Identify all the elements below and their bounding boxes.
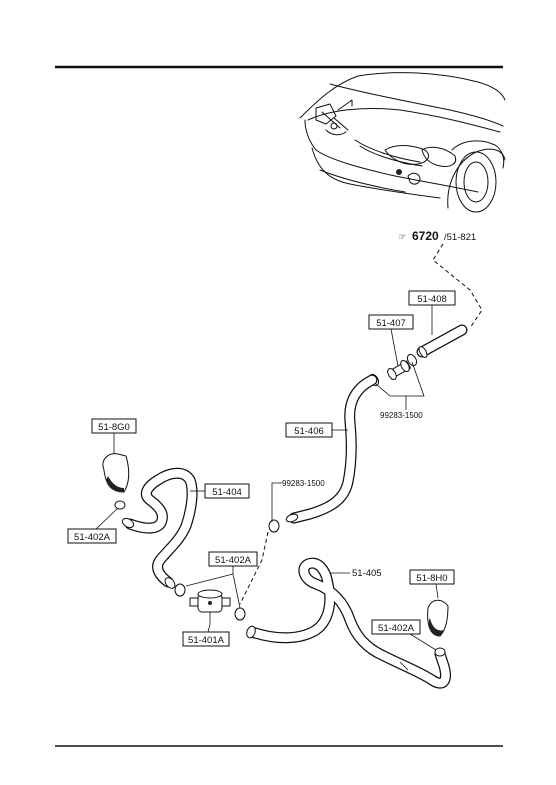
- callout-51-407: 51-407: [376, 318, 406, 329]
- reference-dashed-line: [432, 243, 483, 329]
- callout-clamp-upper: 99283-1500: [380, 411, 423, 420]
- callout-51-8G0: 51-8G0: [98, 422, 130, 433]
- valve-51-401A: [189, 589, 231, 624]
- cap-51-8G0: [102, 453, 130, 493]
- reference-arrow-icon: ☞: [398, 232, 407, 243]
- callout-51-408: 51-408: [417, 294, 447, 305]
- callout-51-8H0: 51-8H0: [416, 573, 447, 584]
- cap-51-8H0: [427, 599, 449, 637]
- callout-clamp-mid: 99283-1500: [282, 479, 325, 488]
- callout-51-402A-left: 51-402A: [74, 532, 111, 543]
- clamp-valve-right: [234, 607, 246, 621]
- callout-51-404: 51-404: [212, 487, 242, 498]
- mid-dashed-line: [239, 531, 269, 605]
- reference-label: ☞ 6720 /51-821: [398, 229, 476, 243]
- clamp-mid: [268, 519, 280, 533]
- callout-51-406: 51-406: [294, 426, 324, 437]
- callout-51-402A-right: 51-402A: [378, 623, 415, 634]
- callout-51-405: 51-405: [352, 568, 382, 579]
- reference-main: 6720: [412, 229, 439, 243]
- hose-51-405: [246, 557, 451, 689]
- hose-51-408: [416, 324, 468, 358]
- car-front-illustration: [299, 72, 506, 213]
- hose-51-404: [121, 467, 198, 589]
- clamp-left: [114, 500, 126, 510]
- clamp-valve-left: [174, 583, 186, 597]
- callout-51-401A: 51-401A: [188, 635, 225, 646]
- callout-51-402A-center: 51-402A: [215, 555, 252, 566]
- hose-51-406: [285, 374, 378, 524]
- reference-sub: /51-821: [444, 232, 476, 243]
